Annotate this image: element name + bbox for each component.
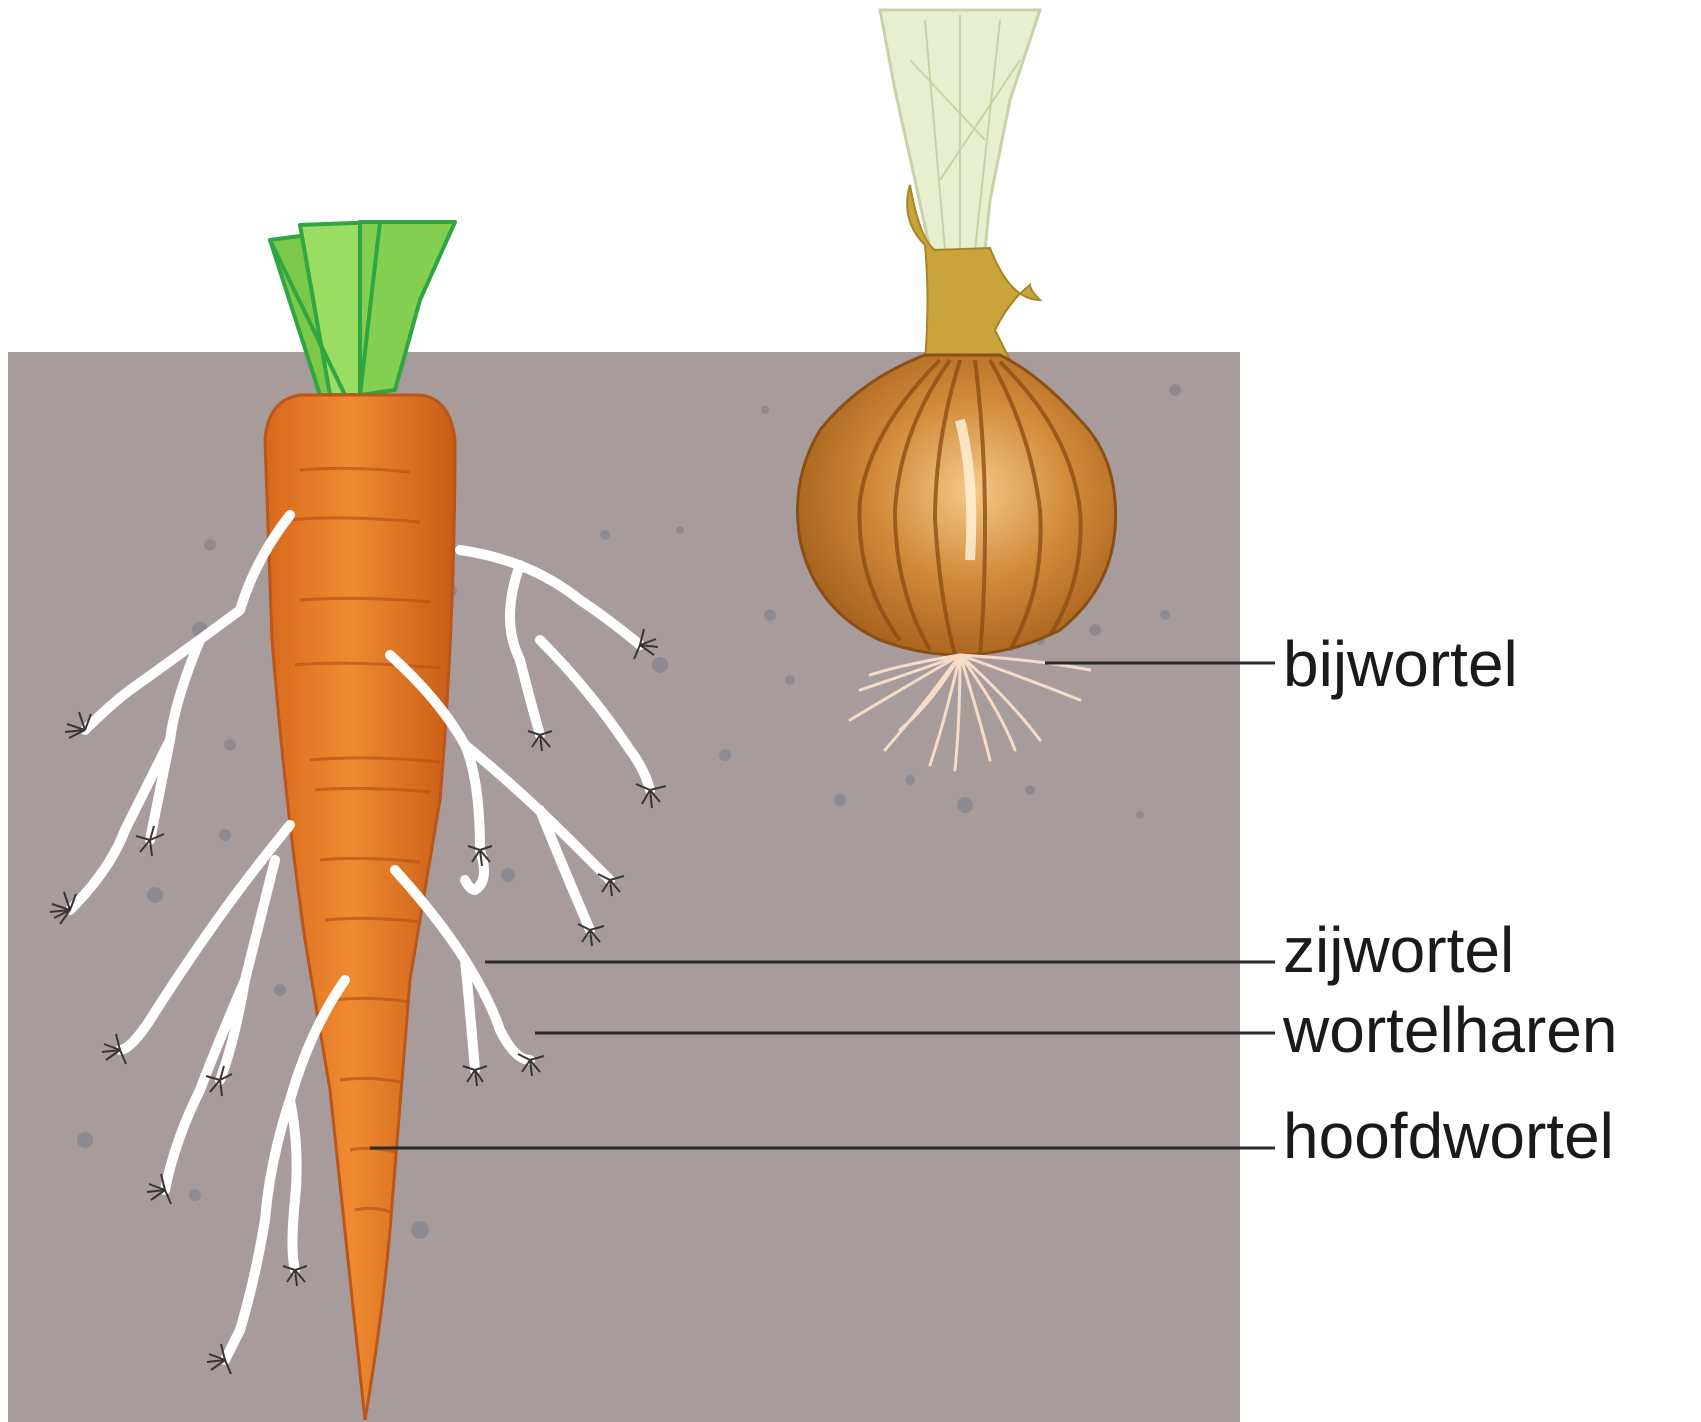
label-zijwortel: zijwortel <box>1283 914 1514 986</box>
label-bijwortel: bijwortel <box>1283 628 1518 700</box>
label-hoofdwortel: hoofdwortel <box>1283 1100 1614 1172</box>
onion-stem <box>880 10 1040 250</box>
label-wortelharen: wortelharen <box>1282 994 1617 1066</box>
